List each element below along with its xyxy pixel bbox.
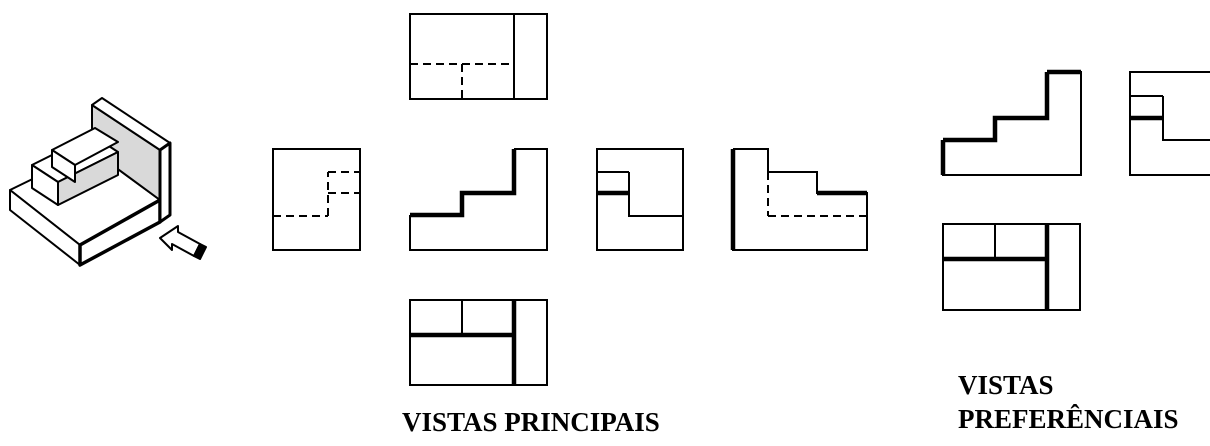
preferred-front-view	[940, 69, 1082, 176]
principal-views-caption: VISTAS PRINCIPAIS	[402, 407, 660, 437]
left-side-view	[272, 148, 361, 251]
step2-front-face	[51, 149, 76, 183]
preferred-views-caption-line2: PREFERÊNCIAIS	[958, 404, 1179, 434]
view-direction-arrow-icon	[159, 225, 207, 260]
rear-view	[730, 148, 868, 251]
wall-side-face	[158, 141, 172, 224]
preferred-top-view	[942, 223, 1081, 311]
top-view	[409, 13, 548, 100]
isometric-part	[9, 97, 172, 267]
preferred-views-caption-line1: VISTAS	[958, 370, 1054, 400]
right-side-view	[596, 148, 684, 251]
step1-side-face	[57, 151, 119, 206]
preferred-side-view	[1129, 71, 1210, 176]
bottom-view	[409, 299, 548, 386]
front-view	[409, 148, 548, 251]
